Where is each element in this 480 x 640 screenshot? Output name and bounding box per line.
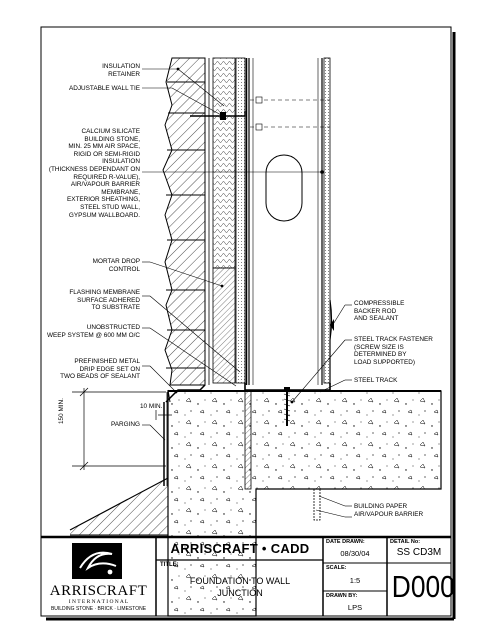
gypsum-wallboard — [323, 57, 331, 384]
scale-value: 1:5 — [349, 576, 361, 585]
detail-label: DETAIL No: — [390, 539, 421, 545]
note-insulation-retainer: INSULATION RETAINER — [102, 63, 140, 78]
title-heading: ARRISCRAFT • CADD — [170, 541, 310, 556]
adjustable-wall-tie — [190, 111, 246, 117]
note-parging: PARGING — [111, 421, 140, 428]
stone-veneer — [162, 57, 206, 386]
drawnby-value: LPS — [347, 603, 363, 612]
rigid-insulation — [212, 57, 236, 269]
detail-code: SS CD3M — [396, 547, 442, 558]
title-line-1: FOUNDATION TO WALL — [189, 576, 291, 586]
note-wall-assembly: CALCIUM SILICATE BUILDING STONE, MIN. 25… — [48, 128, 140, 219]
date-value: 08/30/04 — [340, 549, 370, 558]
note-adjustable-wall-tie: ADJUSTABLE WALL TIE — [68, 85, 140, 92]
note-steel-track: STEEL TRACK — [354, 377, 398, 384]
company-tag: BUILDING STONE · BRICK · LIMESTONE — [50, 606, 147, 612]
note-drip-edge: PREFINISHED METAL DRIP EDGE SET ON TWO B… — [60, 358, 140, 381]
mortar-drop-control — [212, 267, 236, 384]
leader-lines — [142, 68, 352, 518]
title-label: TITLE: — [160, 562, 179, 568]
note-weep-system: UNOBSTRUCTED WEEP SYSTEM @ 600 MM O/C — [46, 324, 140, 339]
title-block-frame — [40, 535, 452, 617]
dimension-150 — [72, 387, 166, 471]
note-backer-rod: COMPRESSIBLE BACKER ROD AND SEALANT — [354, 300, 405, 323]
company-name: ARRISCRAFT — [49, 583, 148, 599]
note-track-fastener: STEEL TRACK FASTENER (SCREW SIZE IS DETE… — [354, 336, 433, 366]
steel-stud — [248, 58, 323, 385]
scale-label: SCALE: — [326, 565, 347, 571]
dimension-10 — [155, 410, 172, 420]
detail-number: D000 — [391, 569, 455, 604]
title-line-2: JUNCTION — [217, 588, 263, 598]
note-mortar-drop-control: MORTAR DROP CONTROL — [92, 258, 140, 273]
note-building-paper: BUILDING PAPER AIR/VAPOUR BARRIER — [354, 503, 424, 518]
parging — [163, 392, 168, 486]
arriscraft-logo-icon — [72, 543, 122, 579]
dim-10-min: 10 MIN. — [140, 403, 163, 410]
dim-150-min: 150 MIN. — [58, 398, 65, 424]
grade — [69, 477, 169, 536]
drawnby-label: DRAWN BY: — [326, 593, 358, 599]
company-sub: I N T E R N A T I O N A L — [68, 599, 129, 605]
exterior-sheathing — [235, 57, 246, 384]
note-flashing-membrane: FLASHING MEMBRANE SURFACE ADHERED TO SUB… — [69, 289, 140, 312]
date-label: DATE DRAWN: — [326, 539, 365, 545]
stud-knockout — [265, 154, 303, 222]
